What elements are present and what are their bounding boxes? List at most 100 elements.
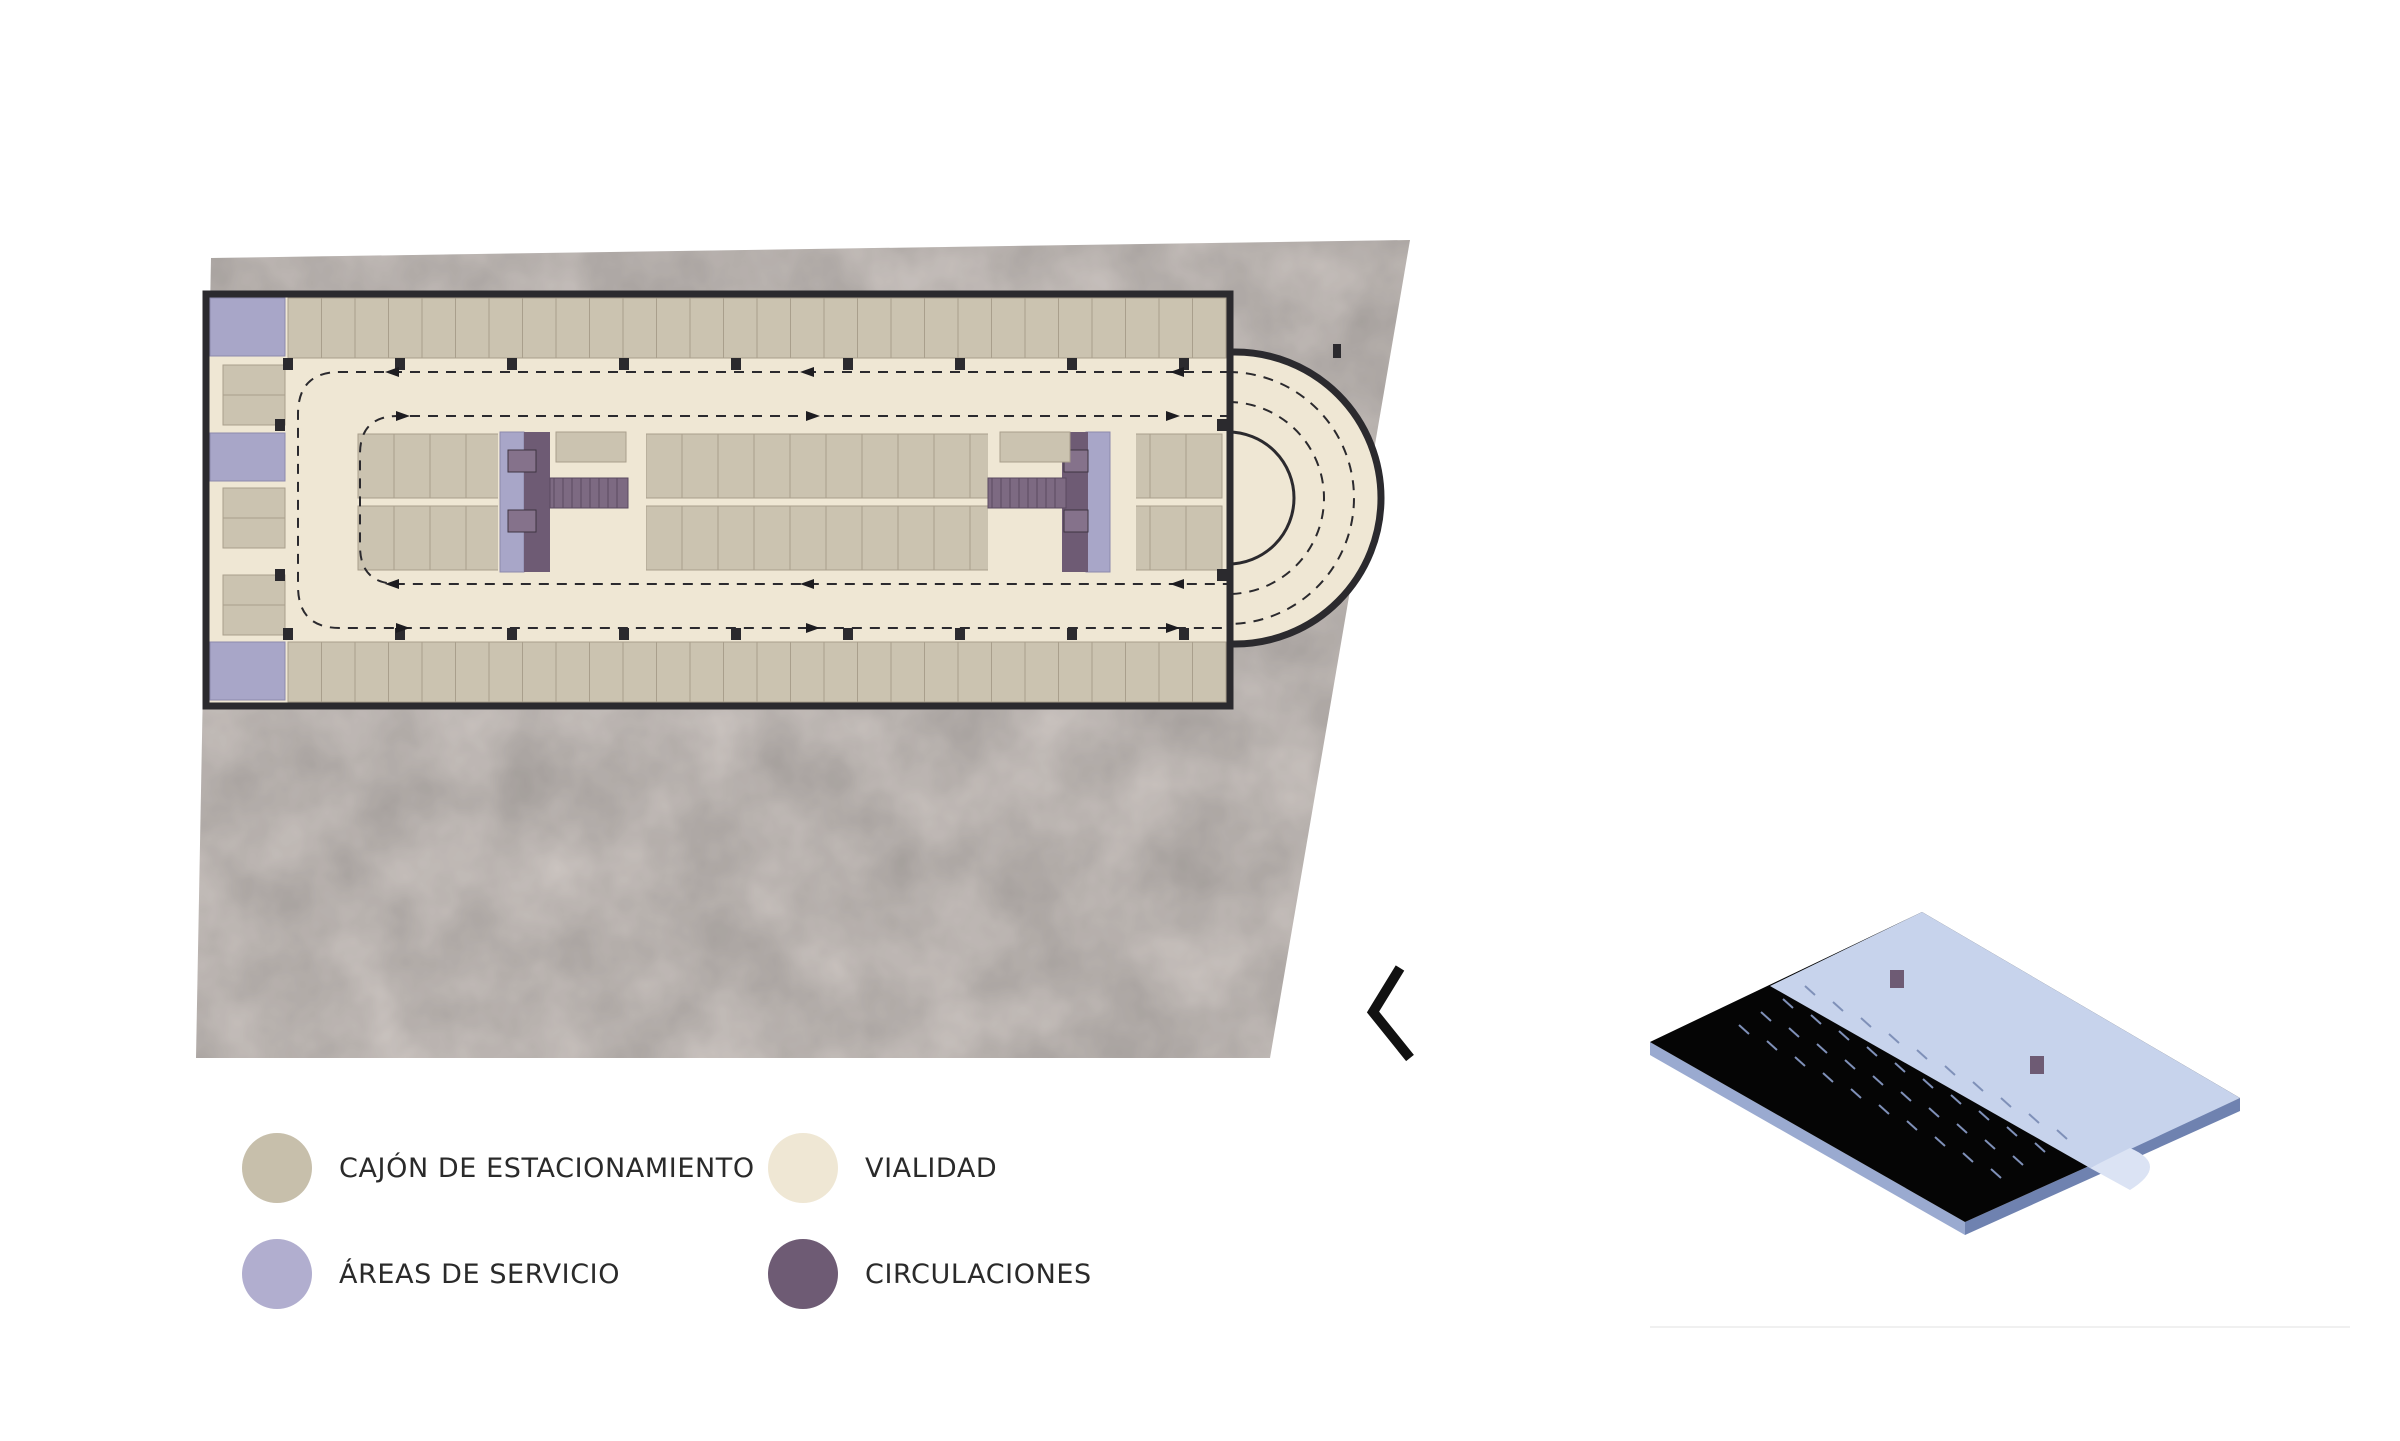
parking-space: [991, 641, 1026, 703]
column: [1217, 569, 1227, 581]
parking-space: [455, 641, 490, 703]
parking-space: [681, 433, 719, 499]
parking-space: [689, 641, 724, 703]
parking-space: [857, 297, 892, 359]
iso-space-mark: [1934, 1136, 1946, 1147]
parking-space: [1158, 297, 1193, 359]
circulation-swatch: [768, 1239, 838, 1309]
parking-space: [555, 431, 627, 463]
iso-space-mark: [1978, 1110, 1990, 1121]
iso-space-mark: [1810, 1014, 1822, 1025]
iso-space-mark: [1760, 1011, 1772, 1022]
traffic-lane: [297, 371, 1230, 629]
parking-space: [756, 297, 791, 359]
direction-arrow: [396, 411, 410, 421]
legend-label: CIRCULACIONES: [865, 1258, 1092, 1290]
parking-space: [354, 297, 389, 359]
parking-space: [357, 505, 395, 571]
parking-space: [991, 297, 1026, 359]
parking-space: [1125, 641, 1160, 703]
legend-item: CIRCULACIONES: [768, 1239, 1092, 1309]
chevron-left-icon[interactable]: [1366, 965, 1414, 1062]
direction-arrow: [1166, 411, 1180, 421]
stair: [987, 477, 1067, 509]
parking-space: [465, 505, 503, 571]
parking-space: [861, 505, 899, 571]
parking-space: [429, 433, 467, 499]
parking-space: [388, 297, 423, 359]
iso-space-mark: [1860, 1017, 1872, 1028]
parking-space: [1024, 641, 1059, 703]
parking-space: [522, 297, 557, 359]
iso-space-mark: [2000, 1097, 2012, 1108]
parking-space: [999, 431, 1071, 463]
parking-space: [222, 364, 286, 396]
parking-space: [522, 641, 557, 703]
iso-space-mark: [1900, 1091, 1912, 1102]
column: [619, 358, 629, 370]
direction-arrow: [800, 579, 814, 589]
iso-space-mark: [1738, 1024, 1750, 1035]
parking-space: [890, 641, 925, 703]
iso-space-mark: [1894, 1062, 1906, 1073]
column: [1179, 628, 1189, 640]
iso-space-mark: [1922, 1078, 1934, 1089]
column: [275, 419, 285, 431]
parking-space: [1149, 505, 1187, 571]
iso-space-mark: [1838, 1030, 1850, 1041]
direction-arrow: [1170, 367, 1184, 377]
column: [955, 628, 965, 640]
parking-space: [753, 505, 791, 571]
iso-space-mark: [1972, 1081, 1984, 1092]
parking-space: [861, 433, 899, 499]
access-marker: [1333, 344, 1341, 358]
iso-space-mark: [1804, 985, 1816, 996]
iso-space-mark: [1782, 998, 1794, 1009]
service-area: [209, 432, 286, 482]
direction-arrow: [806, 411, 820, 421]
elevator: [507, 509, 537, 533]
elevator: [1063, 509, 1089, 533]
parking-space: [825, 505, 863, 571]
parking-space: [933, 505, 971, 571]
iso-space-mark: [1832, 1001, 1844, 1012]
column: [843, 358, 853, 370]
parking-space: [825, 433, 863, 499]
direction-arrow: [385, 579, 399, 589]
service-area-swatch: [242, 1239, 312, 1309]
parking-space: [222, 604, 286, 636]
parking-space: [488, 297, 523, 359]
iso-space-mark: [1984, 1139, 1996, 1150]
iso-space-mark: [1944, 1065, 1956, 1076]
elevator: [507, 449, 537, 473]
parking-space: [789, 433, 827, 499]
iso-space-mark: [1822, 1072, 1834, 1083]
iso-space-mark: [1766, 1040, 1778, 1051]
parking-space: [287, 297, 322, 359]
isometric-preview: [1650, 912, 2240, 1235]
parking-space: [689, 297, 724, 359]
column: [731, 628, 741, 640]
column: [507, 628, 517, 640]
column: [395, 358, 405, 370]
parking-space: [957, 641, 992, 703]
column: [395, 628, 405, 640]
parking-space: [1091, 641, 1126, 703]
column: [731, 358, 741, 370]
iso-core: [2030, 1056, 2044, 1074]
legend-item: ÁREAS DE SERVICIO: [242, 1239, 620, 1309]
iso-slab-left: [1650, 1042, 1965, 1235]
column: [1067, 628, 1077, 640]
iso-space-mark: [1888, 1033, 1900, 1044]
parking-space: [656, 641, 691, 703]
iso-ramp: [2090, 1148, 2150, 1190]
column: [843, 628, 853, 640]
parking-space: [933, 433, 971, 499]
parking-space: [1058, 297, 1093, 359]
parking-space: [723, 297, 758, 359]
column: [1179, 358, 1189, 370]
direction-arrow: [800, 367, 814, 377]
parking-space: [555, 641, 590, 703]
parking-space: [717, 505, 755, 571]
service-area: [209, 297, 286, 357]
